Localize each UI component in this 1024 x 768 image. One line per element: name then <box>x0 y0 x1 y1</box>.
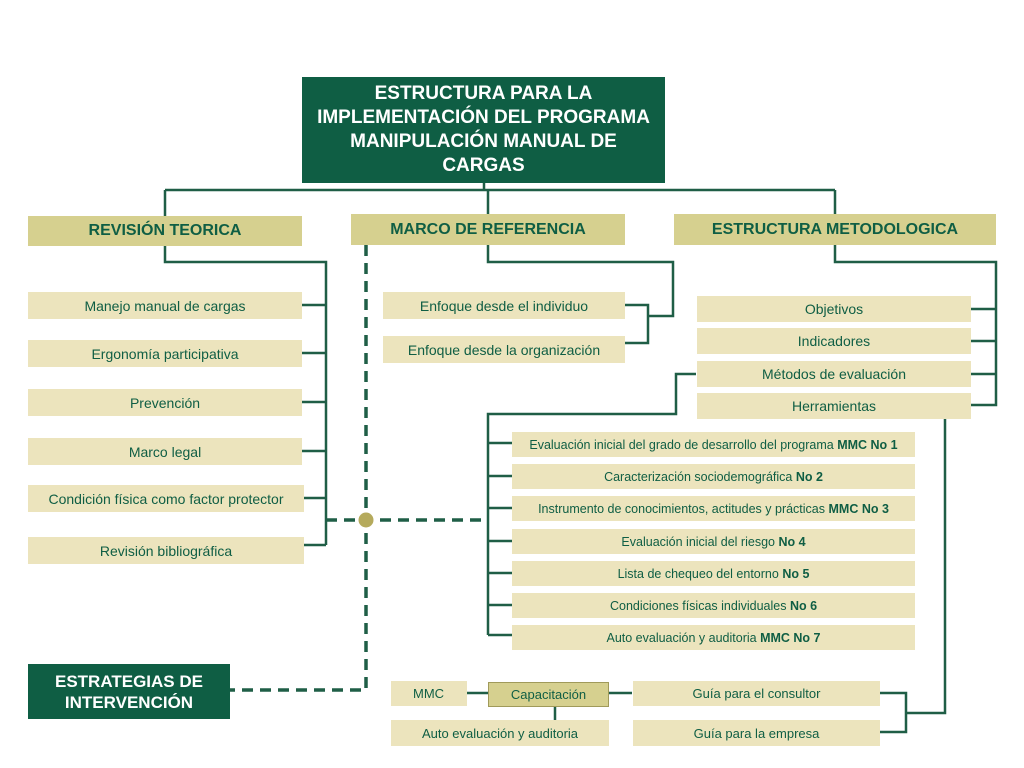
tool-6: Condiciones físicas individuales No 6 <box>512 593 915 618</box>
tool-1-text: Evaluación inicial del grado de desarrol… <box>529 437 834 452</box>
item-ergonomia: Ergonomía participativa <box>28 340 302 367</box>
tool-7: Auto evaluación y auditoria MMC No 7 <box>512 625 915 650</box>
item-revision-bibliografica: Revisión bibliográfica <box>28 537 304 564</box>
tool-7-code: MMC No 7 <box>760 630 821 645</box>
tool-3: Instrumento de conocimientos, actitudes … <box>512 496 915 521</box>
box-auto-evaluacion: Auto evaluación y auditoria <box>391 720 609 746</box>
box-mmc: MMC <box>391 681 467 706</box>
junction-dot <box>358 512 374 528</box>
tool-7-text: Auto evaluación y auditoria <box>606 630 757 645</box>
tool-4-code: No 4 <box>778 534 806 549</box>
box-guia-consultor: Guía para el consultor <box>633 681 880 706</box>
tool-2: Caracterización sociodemográfica No 2 <box>512 464 915 489</box>
tool-6-text: Condiciones físicas individuales <box>609 598 787 613</box>
tool-2-code: No 2 <box>795 469 823 484</box>
item-indicadores: Indicadores <box>697 328 971 354</box>
tool-2-text: Caracterización sociodemográfica <box>604 469 793 484</box>
item-metodos-evaluacion: Métodos de evaluación <box>697 361 971 387</box>
item-condicion-fisica: Condición física como factor protector <box>28 485 304 512</box>
tool-5: Lista de chequeo del entorno No 5 <box>512 561 915 586</box>
tool-5-text: Lista de chequeo del entorno <box>617 566 779 581</box>
box-capacitacion: Capacitación <box>488 682 609 707</box>
item-objetivos: Objetivos <box>697 296 971 322</box>
header-revision-teorica: REVISIÓN TEORICA <box>28 216 302 246</box>
tool-1-code: MMC No 1 <box>837 437 898 452</box>
tool-5-code: No 5 <box>782 566 810 581</box>
header-estructura-metodologica: ESTRUCTURA METODOLOGICA <box>674 214 996 245</box>
header-marco-referencia: MARCO DE REFERENCIA <box>351 214 625 245</box>
main-title: ESTRUCTURA PARA LA IMPLEMENTACIÓN DEL PR… <box>302 77 665 183</box>
item-herramientas: Herramientas <box>697 393 971 419</box>
estrategias-intervencion: ESTRATEGIAS DE INTERVENCIÓN <box>28 664 230 719</box>
tool-1: Evaluación inicial del grado de desarrol… <box>512 432 915 457</box>
tool-4-text: Evaluación inicial del riesgo <box>621 534 775 549</box>
item-enfoque-individuo: Enfoque desde el individuo <box>383 292 625 319</box>
item-marco-legal: Marco legal <box>28 438 302 465</box>
tool-4: Evaluación inicial del riesgo No 4 <box>512 529 915 554</box>
item-manejo-manual: Manejo manual de cargas <box>28 292 302 319</box>
tool-3-text: Instrumento de conocimientos, actitudes … <box>538 501 826 516</box>
tool-3-code: MMC No 3 <box>828 501 889 516</box>
item-enfoque-organizacion: Enfoque desde la organización <box>383 336 625 363</box>
item-prevencion: Prevención <box>28 389 302 416</box>
box-guia-empresa: Guía para la empresa <box>633 720 880 746</box>
tool-6-code: No 6 <box>789 598 818 613</box>
